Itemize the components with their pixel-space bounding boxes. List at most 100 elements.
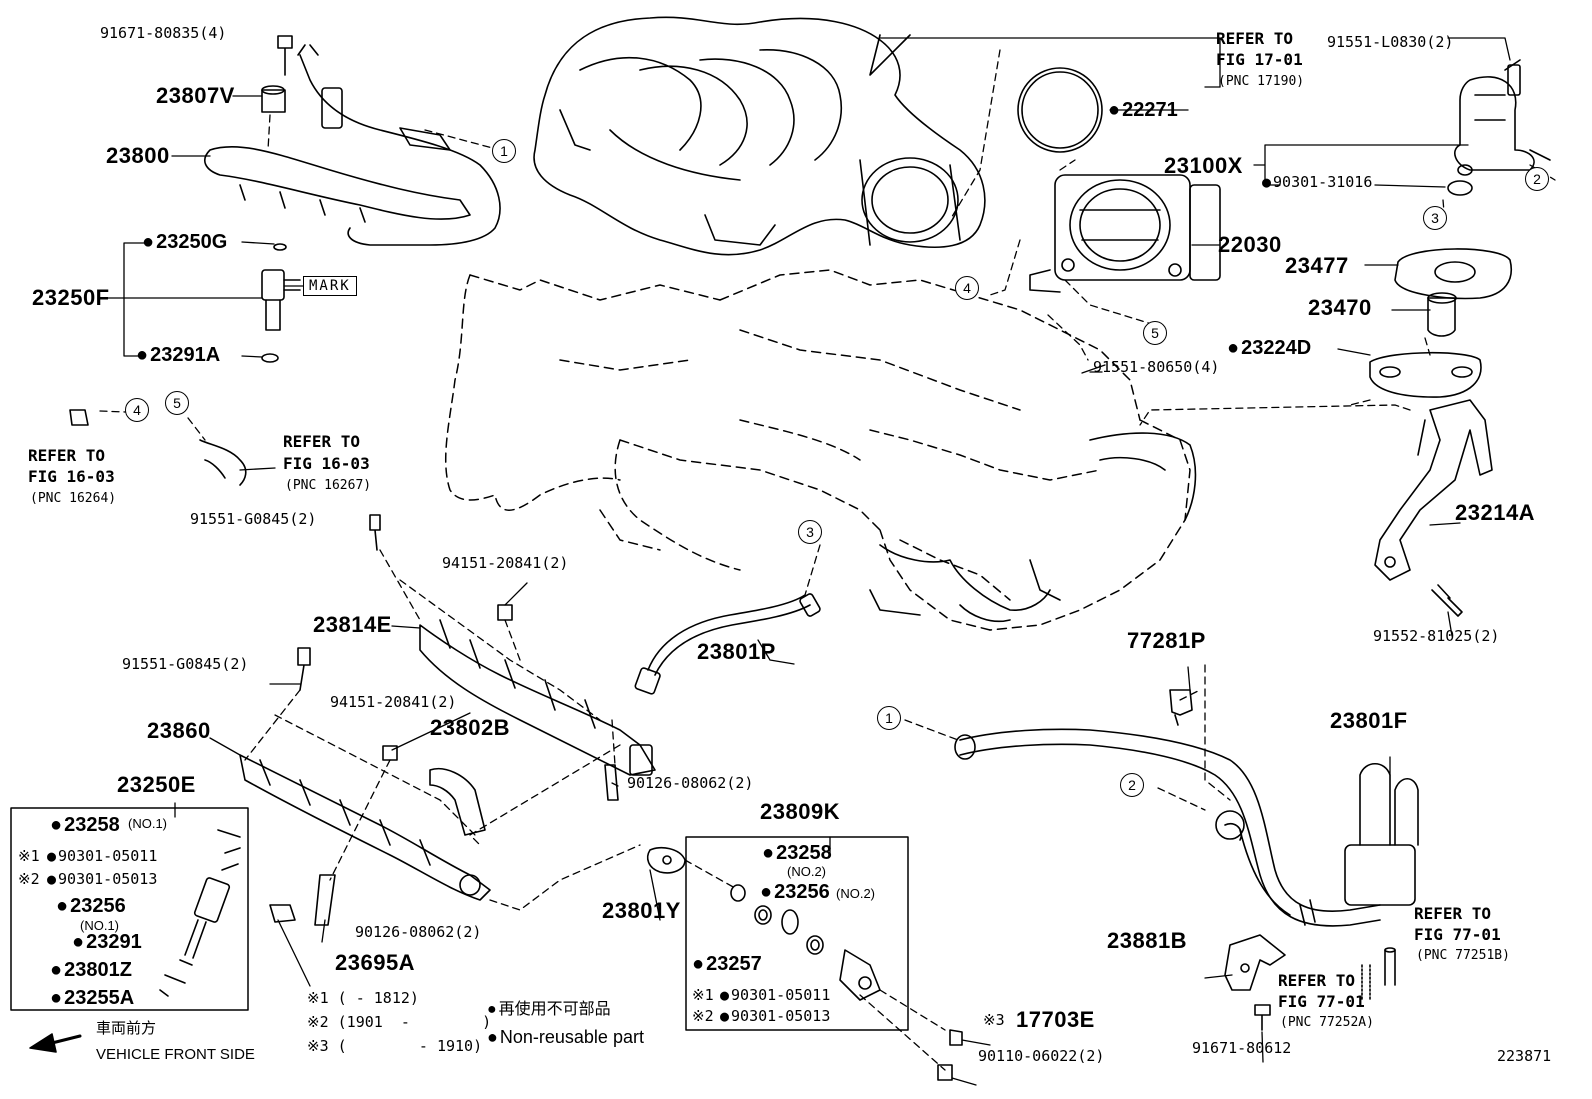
bolt-91552-drawing (1431, 584, 1463, 617)
box-right-23258: 23258 (762, 843, 832, 863)
box-right-23257: 23257 (692, 954, 762, 974)
ref-77252A-line2: FIG 77-01 (1278, 992, 1365, 1011)
fuel-rail-23800-drawing (204, 44, 501, 246)
engine-outline-dashed (445, 269, 1191, 631)
bolt-17703E-drawing (949, 1029, 963, 1046)
ref-17190-line2: FIG 17-01 (1216, 50, 1303, 69)
callout-4-throttle: 4 (955, 276, 979, 300)
box-left-injector-drawing (159, 829, 241, 997)
throttle-body-drawing (1029, 174, 1221, 293)
box-left-23801Z: 23801Z (50, 960, 132, 980)
fitting-23695A-drawing (269, 904, 296, 923)
cap-23807V-drawing (261, 89, 286, 113)
label-23814E: 23814E (313, 612, 392, 637)
label-22271: 22271 (1108, 100, 1178, 120)
label-90126-08062-a: 90126-08062(2) (627, 774, 754, 792)
injector-23250F-drawing (261, 243, 301, 363)
label-91551-G0845-top: 91551-G0845(2) (190, 510, 317, 528)
label-90110-06022: 90110-06022(2) (978, 1047, 1105, 1065)
pipe-23802B-drawing (429, 768, 486, 836)
ref-16267-line2: FIG 16-03 (283, 454, 370, 473)
bolt-90110-drawing (937, 1064, 953, 1081)
label-23802B: 23802B (430, 715, 511, 740)
label-17703E-prefix: ※3 (983, 1011, 1005, 1029)
box-left-frame (10, 807, 249, 1011)
label-23809K: 23809K (760, 799, 841, 824)
footnote-2: ※2 (1901 - ) (307, 1013, 492, 1031)
box-right-23258-suffix: (NO.2) (787, 864, 826, 879)
vehicle-front-en: VEHICLE FRONT SIDE (96, 1046, 255, 1063)
label-17703E: 17703E (1016, 1007, 1095, 1032)
label-23695A: 23695A (335, 950, 416, 975)
label-23291A: 23291A (136, 345, 220, 365)
callout-1-top: 1 (492, 139, 516, 163)
legend-nonreusable-en: Non-reusable part (487, 1028, 644, 1046)
fuel-pump-drawing (1454, 59, 1551, 176)
bolt-91671-80612-drawing (1254, 1004, 1271, 1031)
diagram-id: 223871 (1497, 1047, 1552, 1065)
vehicle-front-jp: 車両前方 (96, 1020, 157, 1037)
box-left-23256: 23256 (56, 896, 126, 916)
label-23860: 23860 (147, 718, 211, 743)
gasket-22271-drawing (1017, 67, 1103, 153)
ref-16264-line2: FIG 16-03 (28, 467, 115, 486)
box-right-seals-drawing (730, 884, 881, 1001)
bracket-23214A-drawing (1374, 399, 1493, 581)
label-22030: 22030 (1218, 232, 1282, 257)
callout-1-right: 1 (877, 706, 901, 730)
box-left-90301-05013: 90301-05013 (47, 872, 157, 887)
label-90301-31016: 90301-31016 (1262, 175, 1372, 190)
fuel-pipe-23801F-drawing (954, 728, 1419, 927)
callout-3-pipe: 3 (798, 520, 822, 544)
label-91551-L0830: 91551-L0830(2) (1327, 33, 1454, 51)
box-left-23258: 23258 (50, 815, 120, 835)
callout-5-throttle: 5 (1143, 321, 1167, 345)
label-23100X: 23100X (1164, 153, 1243, 178)
label-23250G: 23250G (142, 232, 227, 252)
hose-16267-drawing (199, 439, 247, 486)
box-right-note2-prefix: ※2 (692, 1007, 714, 1025)
box-right-90301-05013: 90301-05013 (720, 1009, 830, 1024)
box-right-23256-suffix: (NO.2) (836, 886, 875, 901)
ref-16264-line3: (PNC 16264) (30, 491, 117, 506)
footnote-3: ※3 ( - 1910) (307, 1037, 483, 1055)
box-left-90301-05011: 90301-05011 (47, 849, 157, 864)
callout-5-left: 5 (165, 391, 189, 415)
ref-17190-line3: (PNC 17190) (1218, 74, 1305, 89)
plug-23801Y-drawing (646, 846, 686, 874)
box-left-23258-suffix: (NO.1) (128, 816, 167, 831)
ref-77252A-line1: REFER TO (1278, 971, 1356, 990)
fuel-pipe-23801P-drawing (647, 594, 806, 671)
footnote-1: ※1 ( - 1812) (307, 989, 419, 1007)
label-91551-80650: 91551-80650(4) (1093, 358, 1220, 376)
label-23470: 23470 (1308, 295, 1372, 320)
ref-77251B-line2: FIG 77-01 (1414, 925, 1501, 944)
box-left-note2-prefix: ※2 (18, 870, 40, 888)
nut-94151-low-drawing (382, 745, 398, 761)
hose-77251B-drawing (1384, 949, 1396, 986)
front-arrow-head (29, 1033, 57, 1053)
box-right-23256: 23256 (760, 882, 830, 902)
box-right-note1-prefix: ※1 (692, 986, 714, 1004)
ref-77251B-line3: (PNC 77251B) (1416, 948, 1510, 963)
label-23477: 23477 (1285, 253, 1349, 278)
box-right-frame (685, 836, 909, 1031)
label-94151-20841-low: 94151-20841(2) (330, 693, 457, 711)
ref-16264-line1: REFER TO (28, 446, 106, 465)
callout-4-left: 4 (125, 398, 149, 422)
stud-90126-a-drawing (604, 764, 619, 801)
leader-lines-dashed (99, 49, 1556, 1071)
label-23801Y: 23801Y (602, 898, 681, 923)
label-91671-80835: 91671-80835(4) (100, 24, 227, 42)
gasket-23224D-drawing (1369, 351, 1482, 398)
ref-17190-line1: REFER TO (1216, 29, 1294, 48)
box-left-23256-suffix: (NO.1) (80, 918, 119, 933)
label-23881B: 23881B (1107, 928, 1188, 953)
bolt-low-drawing (297, 647, 311, 691)
engine-details (869, 432, 1197, 623)
label-91552-81025: 91552-81025(2) (1373, 627, 1500, 645)
delivery-pipe-23860-drawing (239, 754, 491, 901)
bolt-top-drawing (369, 514, 381, 551)
